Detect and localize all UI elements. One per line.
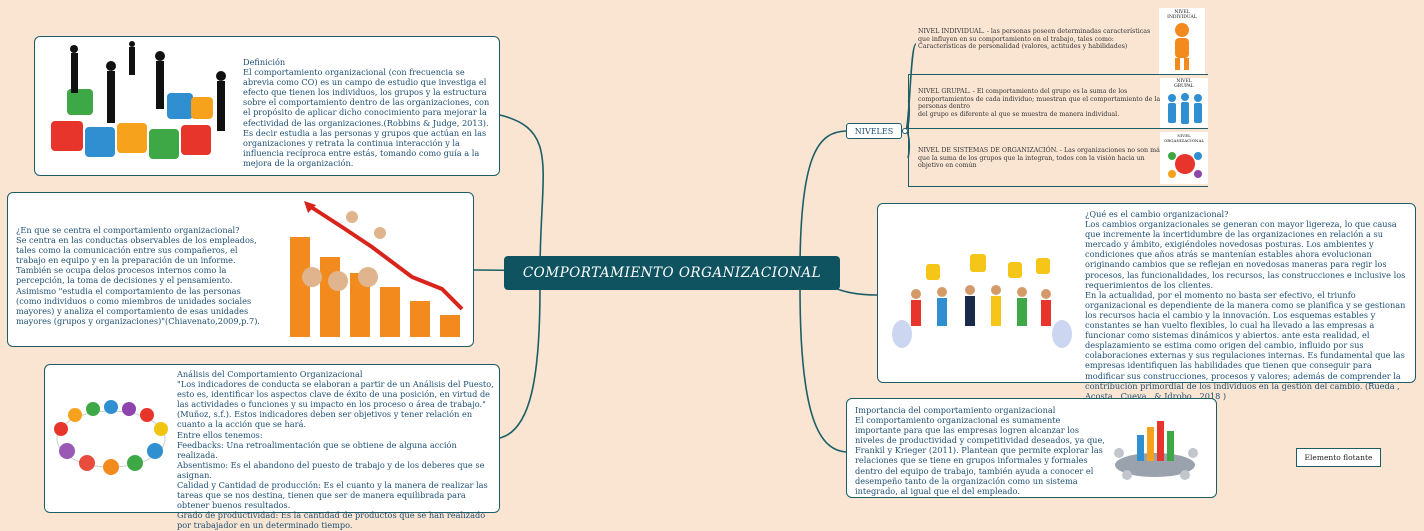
nivel-grupal-text: NIVEL GRUPAL. - El comportamiento del gr… [918,88,1164,118]
centra-text: ¿En que se centra el comportamiento orga… [16,225,261,326]
nivel-organizacion-text: NIVEL DE SISTEMAS DE ORGANIZACIÓN. - Las… [918,147,1164,170]
organization-icon [1168,152,1202,178]
nivel-individual-caption: NIVEL INDIVIDUAL [1167,10,1197,20]
group-icon [1168,93,1202,124]
thumbs-up-team-illustration [892,254,1072,348]
nivel-organizacion-caption: NIVEL ORGANIZACIONAL [1163,133,1205,143]
nivel-organizacion-underline [908,186,1208,187]
circle-of-people-illustration [54,400,168,475]
meeting-chart-illustration [1114,421,1198,480]
importancia-node[interactable]: Importancia del comportamiento organizac… [846,398,1217,498]
person-icon [1175,23,1189,70]
central-topic[interactable]: COMPORTAMIENTO ORGANIZACIONAL [504,256,840,290]
puzzle-people-illustration [51,41,226,159]
analisis-text: Análisis del Comportamiento Organizacion… [177,369,494,531]
cambio-text: ¿Qué es el cambio organizacional? Los ca… [1085,209,1406,401]
definicion-text: Definición El comportamiento organizacio… [243,57,490,168]
central-title: COMPORTAMIENTO ORGANIZACIONAL [522,265,822,281]
branch-definicion [499,114,544,273]
nivel-individual-text: NIVEL INDIVIDUAL. - las personas poseen … [918,28,1151,51]
floating-element[interactable]: Elemento flotante [1296,448,1381,467]
nivel-individual-item[interactable]: NIVEL INDIVIDUAL. - las personas poseen … [916,6,1216,76]
analisis-node[interactable]: Análisis del Comportamiento Organizacion… [44,364,500,530]
niveles-label: NIVELES [854,126,894,136]
branch-niveles [799,130,847,273]
nivel-individual-underline [908,74,1208,75]
niveles-node[interactable]: NIVELES [846,123,902,139]
branch-analisis [499,287,541,439]
nivel-individual-image: NIVEL INDIVIDUAL [1159,8,1205,74]
nivel-grupal-caption: NIVEL GRUPAL [1174,79,1194,89]
nivel-grupal-image: NIVEL GRUPAL [1160,78,1208,128]
branch-importancia [799,287,847,453]
nivel-organizacion-item[interactable]: NIVEL DE SISTEMAS DE ORGANIZACIÓN. - Las… [908,130,1208,186]
importancia-text: Importancia del comportamiento organizac… [855,405,1105,496]
growth-team-illustration [290,201,464,337]
centra-node[interactable]: ¿En que se centra el comportamiento orga… [7,192,474,347]
cambio-node[interactable]: ¿Qué es el cambio organizacional? Los ca… [877,203,1416,401]
nivel-organizacion-image: NIVEL ORGANIZACIONAL [1160,132,1208,184]
definicion-node[interactable]: Definición El comportamiento organizacio… [34,36,500,176]
floating-element-label: Elemento flotante [1304,453,1373,462]
niveles-bracket [908,74,909,186]
nivel-grupal-underline [908,128,1208,129]
nivel-grupal-item[interactable]: NIVEL GRUPAL. - El comportamiento del gr… [908,76,1208,130]
